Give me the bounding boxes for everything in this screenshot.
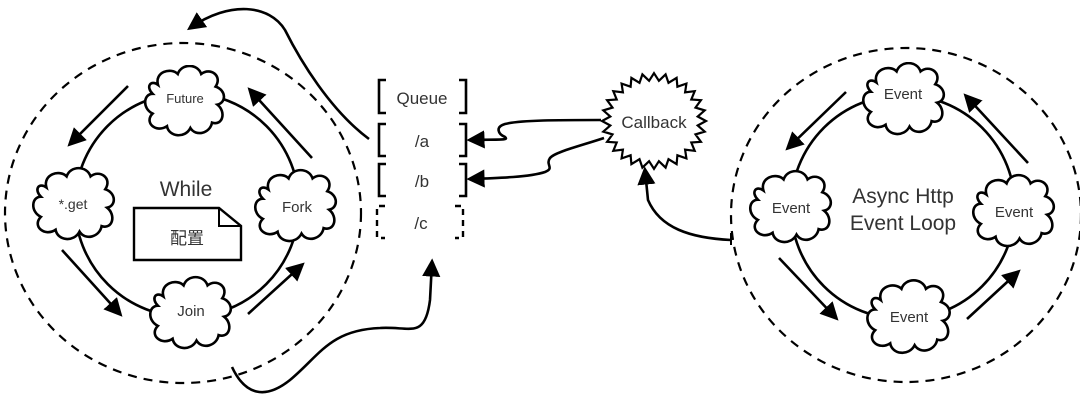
node-future-label: Future — [166, 91, 204, 106]
node-join: Join — [149, 275, 233, 350]
node-get-label: *.get — [59, 196, 88, 212]
edge-eventloop-to-callback — [637, 166, 732, 242]
queue-item-c: /c — [375, 204, 465, 240]
event-node-bottom: Event — [866, 279, 951, 355]
node-join-label: Join — [177, 303, 205, 320]
event-node-left-label: Event — [772, 200, 811, 217]
node-future: Future — [143, 65, 226, 137]
edge-queue-to-while — [187, 7, 370, 141]
event-loop-boundary — [729, 46, 1080, 384]
event-loop-title-line2: Event Loop — [850, 212, 956, 235]
queue-item-a: /a — [377, 122, 468, 158]
event-loop-title-line1: Async Http — [852, 185, 954, 208]
while-loop-group: Future *.get Join Fork While 配置 — [3, 41, 363, 385]
note-icon — [132, 206, 243, 262]
callback-label: Callback — [621, 113, 687, 132]
event-node-top: Event — [862, 62, 946, 136]
event-node-right-label: Event — [995, 204, 1034, 221]
node-fork: Fork — [254, 168, 338, 243]
queue-item-a-label: /a — [415, 132, 430, 151]
config-note: 配置 — [132, 206, 243, 262]
while-loop-boundary — [3, 41, 363, 385]
edge-callback-to-a — [466, 118, 602, 149]
while-title: While — [160, 178, 213, 201]
flow-arrow-top-to-left — [785, 91, 847, 151]
flow-arrow-left-to-bottom — [778, 257, 839, 321]
edge-while-to-c — [230, 258, 441, 394]
queue-item-c-label: /c — [414, 214, 428, 233]
flow-arrow-join-to-fork — [247, 262, 305, 315]
edge-callback-to-b — [466, 136, 605, 188]
event-node-left: Event — [749, 169, 833, 244]
flow-arrow-fork-to-future — [247, 87, 313, 159]
callback-node: Callback — [599, 71, 709, 171]
queue-stack: Queue /a /b /c — [375, 78, 468, 240]
node-get: *.get — [32, 166, 116, 241]
node-fork-label: Fork — [282, 199, 313, 216]
flow-arrow-get-to-join — [61, 249, 123, 317]
queue-header-label: Queue — [396, 89, 447, 108]
event-node-right: Event — [972, 173, 1056, 248]
queue-item-b-label: /b — [415, 172, 429, 191]
event-loop-group: Event Event Event Event Async Http Event… — [729, 46, 1080, 384]
config-note-label: 配置 — [170, 229, 204, 248]
flow-arrow-future-to-get — [67, 85, 129, 147]
queue-header: Queue — [377, 78, 468, 115]
flow-arrow-right-to-top — [963, 93, 1029, 164]
queue-item-b: /b — [377, 162, 468, 198]
flow-arrow-bottom-to-right — [966, 269, 1021, 320]
event-node-bottom-label: Event — [890, 309, 929, 326]
event-node-top-label: Event — [884, 86, 923, 103]
